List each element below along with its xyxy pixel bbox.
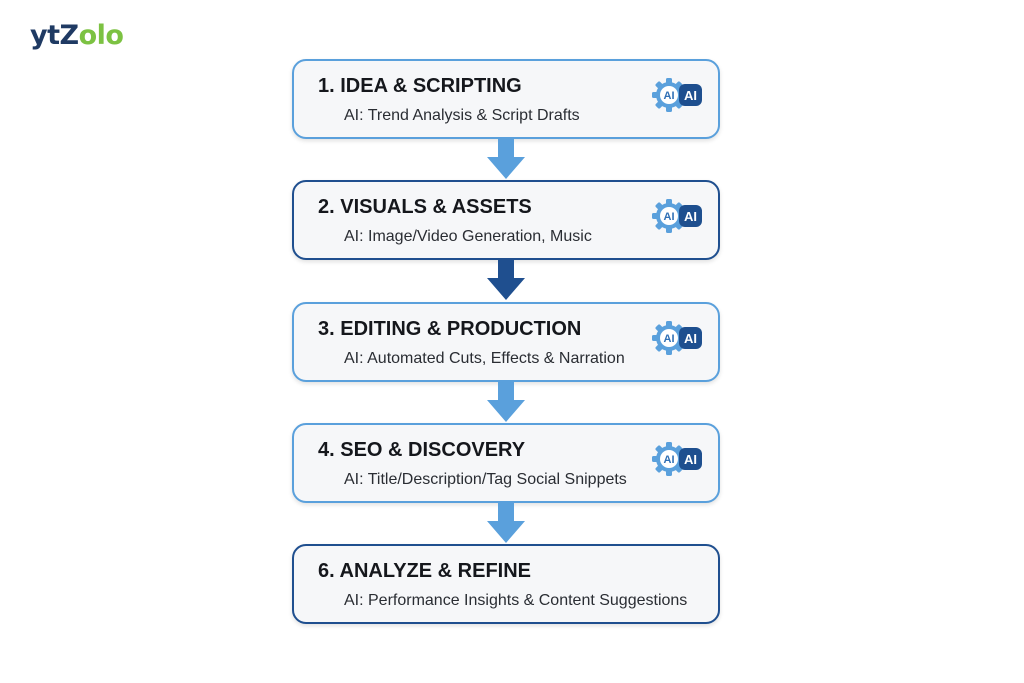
gear-label: AI [664,211,675,223]
step-subtitle: AI: Performance Insights & Content Sugge… [344,592,688,609]
step-card-1: 1. IDEA & SCRIPTING AI: Trend Analysis &… [292,59,720,139]
step-subtitle: AI: Image/Video Generation, Music [344,228,592,245]
step-subtitle: AI: Automated Cuts, Effects & Narration [344,350,625,367]
step-subtitle: AI: Title/Description/Tag Social Snippet… [344,471,627,488]
flow-arrow-4 [487,503,525,543]
gear-label: AI [664,454,675,466]
logo-text-dark: ytZ [30,20,79,51]
step-title: 3. EDITING & PRODUCTION [318,318,582,340]
ai-chip-label: AI [684,209,697,224]
step-card-3: 3. EDITING & PRODUCTION AI: Automated Cu… [292,302,720,382]
step-subtitle: AI: Trend Analysis & Script Drafts [344,107,580,124]
gear-label: AI [664,333,675,345]
ai-chip-label: AI [684,452,697,467]
flow-arrow-3 [487,382,525,422]
gear-ai-icon: AI AI [652,321,702,355]
step-card-6: 6. ANALYZE & REFINE AI: Performance Insi… [292,544,720,624]
ai-chip-label: AI [684,331,697,346]
logo-text-green: olo [78,20,124,51]
step-card-2: 2. VISUALS & ASSETS AI: Image/Video Gene… [292,180,720,260]
gear-ai-icon: AI AI [652,442,702,476]
step-title: 6. ANALYZE & REFINE [318,560,531,582]
flow-arrow-1 [487,139,525,179]
step-card-4: 4. SEO & DISCOVERY AI: Title/Description… [292,423,720,503]
ai-chip-label: AI [684,88,697,103]
brand-logo: ytZolo [30,20,124,51]
step-title: 2. VISUALS & ASSETS [318,196,532,218]
gear-ai-icon: AI AI [652,78,702,112]
gear-label: AI [664,90,675,102]
step-title: 4. SEO & DISCOVERY [318,439,526,461]
step-title: 1. IDEA & SCRIPTING [318,75,522,97]
flow-arrow-2 [487,260,525,300]
gear-ai-icon: AI AI [652,199,702,233]
